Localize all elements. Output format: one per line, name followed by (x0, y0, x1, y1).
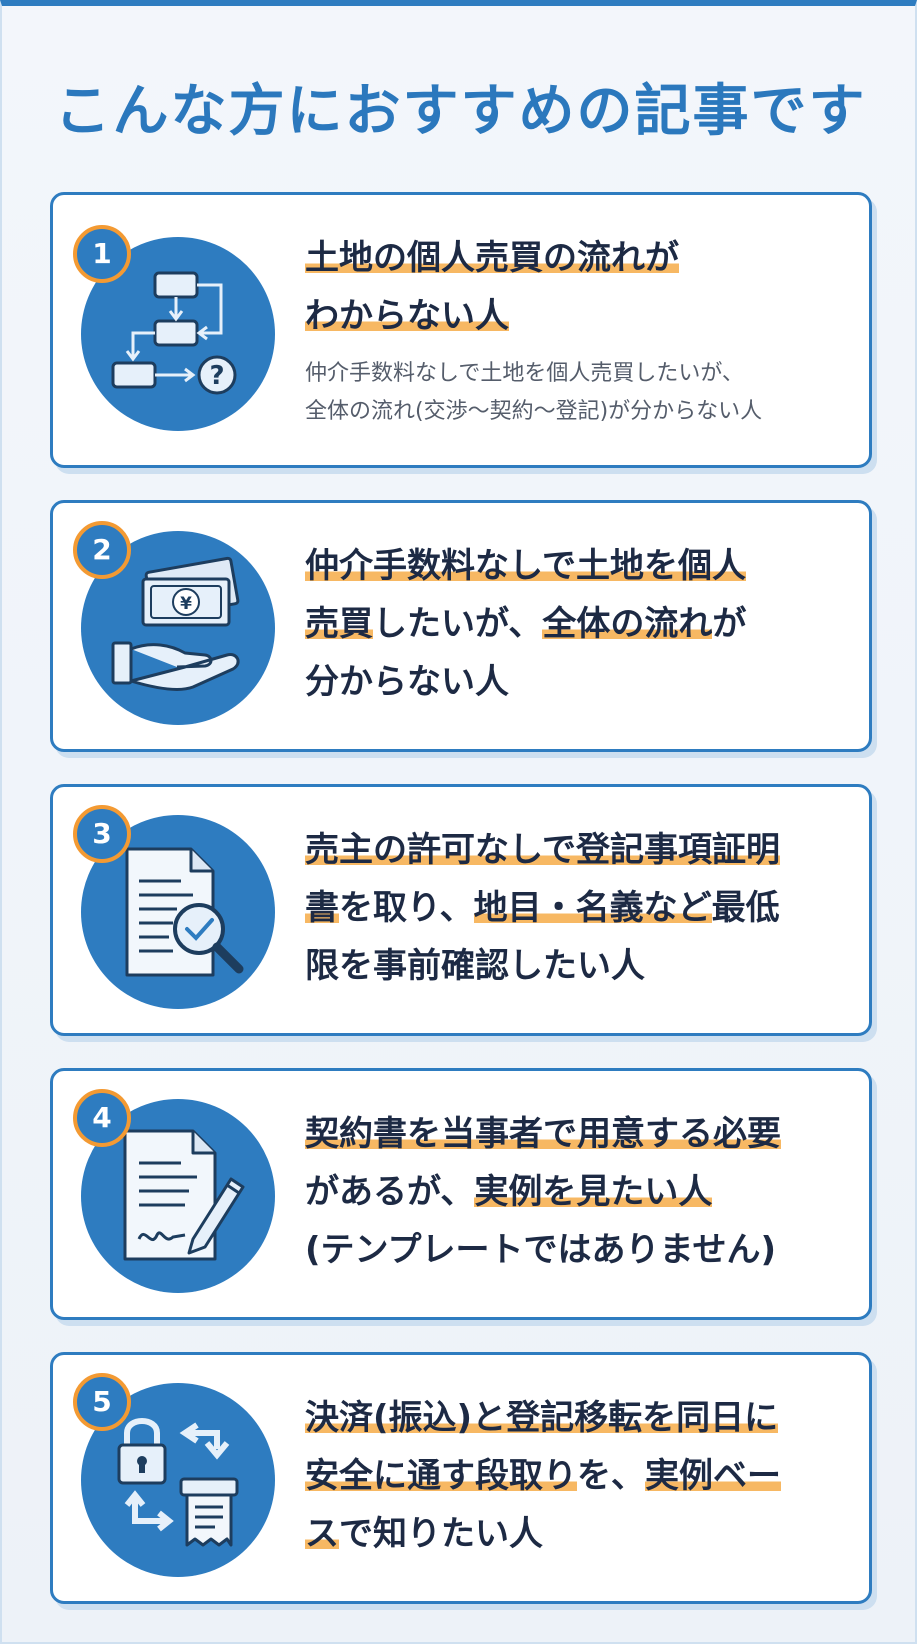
recommend-card-1: 1 ? 土地の個人売買の流れがわからない人 仲介手数料なしで土地を個人売買したい… (50, 192, 872, 468)
highlighted-text: 仲介手数料なしで (305, 546, 576, 586)
highlighted-text: 地目・名義など (473, 888, 712, 928)
heading-line: わからない人 (305, 287, 855, 345)
heading-line: 書を取り、地目・名義など最低 (305, 879, 855, 937)
heading-line: 売主の許可なしで登記事項証明 (305, 821, 855, 879)
card-number-badge: 2 (73, 521, 131, 579)
card-number-badge: 5 (73, 1373, 131, 1431)
heading-line: 土地の個人売買の流れが (305, 229, 855, 287)
recommend-card-5: 5 決済(振込)と登記移転を同日に安全に通す段取りを、実例ベースで知りたい (50, 1352, 872, 1604)
heading-text: 最低 (711, 888, 780, 928)
heading-text: を取り、 (339, 888, 474, 928)
highlighted-text: 売主の許可なしで (305, 830, 576, 870)
highlighted-text: 実例ベー (645, 1456, 781, 1496)
highlighted-text: 全体の流れ (542, 604, 713, 644)
icon-circle: ? (81, 237, 275, 431)
heading-line: (テンプレートではありません) (305, 1221, 855, 1279)
highlighted-text: 土地を個人 (575, 546, 746, 586)
contract-pen-icon (123, 1129, 245, 1261)
svg-text:?: ? (209, 361, 224, 391)
highlighted-text: 土地の個人売買の流れが (305, 238, 679, 278)
lock-transfer-receipt-icon (117, 1418, 239, 1547)
heading-text: 分からない人 (305, 662, 509, 702)
heading-text: を、 (577, 1456, 645, 1496)
heading-line: 分からない人 (305, 653, 855, 711)
card-heading: 契約書を当事者で用意する必要があるが、実例を見たい人(テンプレートではありません… (305, 1105, 855, 1279)
highlighted-text: 実例を見たい人 (474, 1172, 713, 1212)
highlighted-text: わからない人 (305, 296, 509, 336)
money-hand-icon: ¥ (111, 556, 240, 691)
flowchart-question-icon: ? (111, 271, 237, 395)
heading-line: 決済(振込)と登記移転を同日に (305, 1389, 855, 1447)
heading-text: が (712, 604, 747, 644)
card-number-badge: 4 (73, 1089, 131, 1147)
heading-text: したいが、 (373, 604, 543, 644)
page-title: こんな方におすすめの記事です (54, 79, 867, 144)
heading-line: 仲介手数料なしで土地を個人 (305, 537, 855, 595)
heading-line: があるが、実例を見たい人 (305, 1163, 855, 1221)
recommend-card-2: 2 ¥ 仲介手数料なしで土地を個人売買したいが、全体の流れが分からない人 (50, 500, 872, 752)
highlighted-text: ス (305, 1514, 339, 1554)
heading-line: 限を事前確認したい人 (305, 937, 855, 995)
card-heading: 売主の許可なしで登記事項証明書を取り、地目・名義など最低限を事前確認したい人 (305, 821, 855, 995)
heading-text: 限を事前確認したい人 (305, 946, 645, 986)
document-magnifier-check-icon (125, 847, 244, 977)
heading-line: スで知りたい人 (305, 1505, 855, 1563)
card-heading: 仲介手数料なしで土地を個人売買したいが、全体の流れが分からない人 (305, 537, 855, 711)
recommend-card-4: 4 契約書を当事者で用意する必要があるが、実例を見たい人(テンプレートではありま… (50, 1068, 872, 1320)
card-description: 仲介手数料なしで土地を個人売買したいが、 全体の流れ(交渉〜契約〜登記)が分から… (305, 355, 865, 431)
highlighted-text: 安全に通す段取り (305, 1456, 577, 1496)
heading-line: 安全に通す段取りを、実例ベー (305, 1447, 855, 1505)
svg-text:¥: ¥ (180, 594, 192, 614)
heading-text: があるが、 (305, 1172, 475, 1212)
heading-line: 契約書を当事者で用意する必要 (305, 1105, 855, 1163)
highlighted-text: 登記事項証明 (575, 830, 780, 870)
description-line: 仲介手数料なしで土地を個人売買したいが、 (305, 361, 744, 386)
heading-text: (テンプレートではありません) (305, 1230, 777, 1270)
heading-line: 売買したいが、全体の流れが (305, 595, 855, 653)
highlighted-text: 書 (305, 888, 339, 928)
card-number-badge: 3 (73, 805, 131, 863)
description-line: 全体の流れ(交渉〜契約〜登記)が分からない人 (305, 399, 763, 424)
heading-text: で知りたい人 (339, 1514, 543, 1554)
card-number-badge: 1 (73, 225, 131, 283)
highlighted-text: 決済(振込)と登記移転を同日に (305, 1398, 779, 1438)
card-heading: 土地の個人売買の流れがわからない人 (305, 229, 855, 345)
card-heading: 決済(振込)と登記移転を同日に安全に通す段取りを、実例ベースで知りたい人 (305, 1389, 855, 1563)
recommend-card-3: 3 売主の許可なしで登記事項証明書を取り、地目・名義など最低限を事前確認したい人 (50, 784, 872, 1036)
highlighted-text: 契約書を当事者で用意する必要 (305, 1114, 781, 1154)
highlighted-text: 売買 (305, 604, 373, 644)
